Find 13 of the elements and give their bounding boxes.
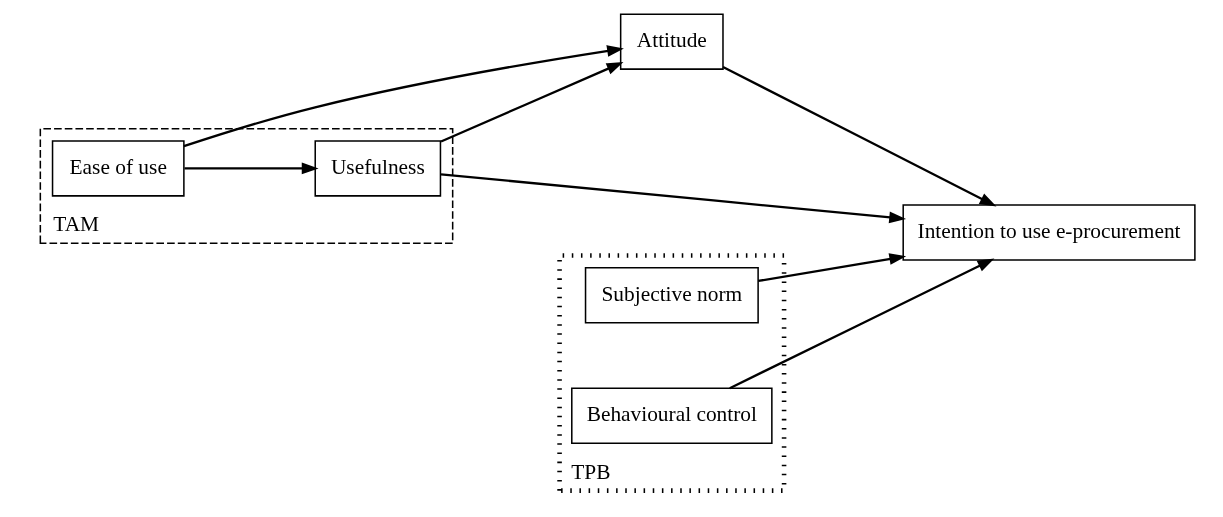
arrow: [440, 173, 907, 224]
arrow: [758, 253, 907, 283]
node-box: Behavioural control: [571, 387, 773, 445]
arrow: [184, 162, 319, 175]
node-box: Subjective norm: [584, 266, 759, 324]
arrow: [729, 258, 995, 390]
node-box: Attitude: [619, 13, 724, 70]
arrow: [440, 62, 624, 143]
node-box: Usefulness: [314, 140, 442, 197]
arrow: [183, 45, 624, 148]
node-box: Intention to use e-procurement: [902, 204, 1196, 261]
node-box: Ease of use: [51, 140, 185, 197]
arrow: [722, 65, 997, 207]
